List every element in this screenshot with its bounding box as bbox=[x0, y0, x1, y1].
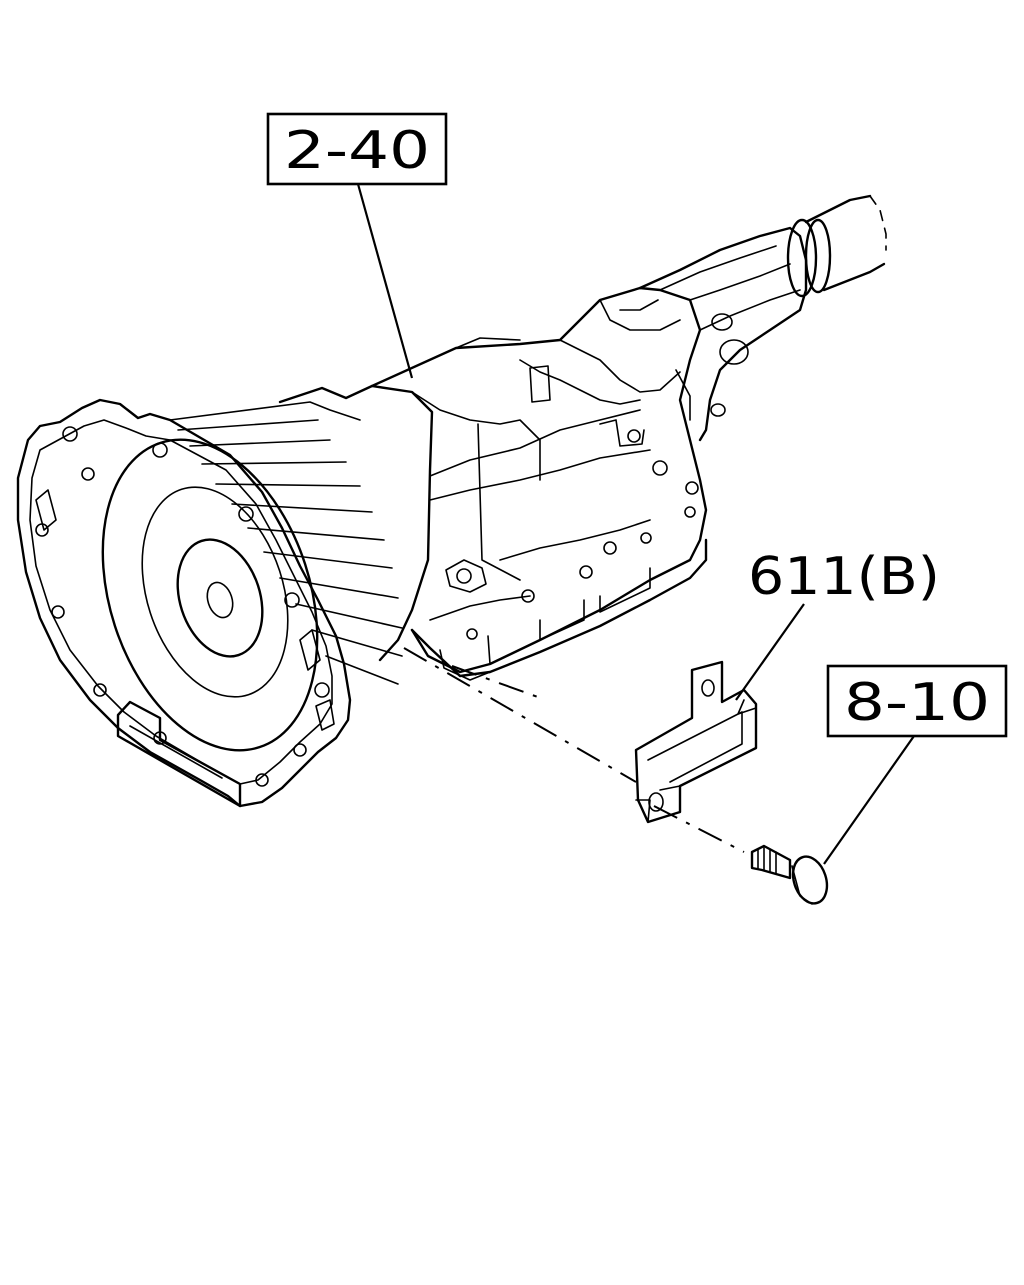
bell-housing-inner-flange bbox=[29, 419, 333, 785]
bracket-outline bbox=[634, 660, 758, 824]
alignment-line-bracket bbox=[403, 647, 637, 783]
leader-bracket bbox=[735, 603, 805, 701]
callout-label-bolt: 8-10 bbox=[844, 673, 990, 733]
transmission-case bbox=[370, 286, 708, 674]
bolt-shank bbox=[750, 844, 792, 880]
extension-housing bbox=[638, 226, 808, 442]
callout-bracket[interactable]: 611(B) bbox=[748, 547, 940, 607]
bracket-hole-lower bbox=[648, 792, 664, 812]
bracket-part[interactable] bbox=[634, 660, 758, 824]
torque-converter bbox=[101, 438, 319, 752]
callout-bolt[interactable]: 8-10 bbox=[826, 664, 1008, 738]
bell-housing-flange bbox=[16, 398, 352, 808]
callout-box-transmission bbox=[266, 112, 448, 186]
bolt-part[interactable] bbox=[750, 844, 833, 908]
callout-label-bracket: 611(B) bbox=[748, 547, 940, 607]
callout-label-transmission: 2-40 bbox=[284, 121, 430, 181]
bell-housing-bottom bbox=[116, 700, 242, 808]
callout-transmission[interactable]: 2-40 bbox=[266, 112, 448, 186]
alignment-line-upper bbox=[451, 665, 547, 701]
output-shaft bbox=[786, 194, 887, 298]
bracket-hole-upper bbox=[701, 679, 715, 697]
oil-pan bbox=[410, 538, 708, 678]
torque-converter-hub bbox=[176, 538, 264, 658]
leader-bolt bbox=[823, 735, 915, 865]
bell-housing-ribs bbox=[169, 401, 403, 685]
extension-mount-boss bbox=[719, 339, 749, 365]
transmission-assembly[interactable] bbox=[16, 194, 887, 808]
leader-transmission bbox=[356, 183, 414, 379]
bolt-head bbox=[791, 855, 829, 905]
alignment-line-bolt bbox=[653, 805, 745, 853]
flange-bolt-holes bbox=[35, 426, 330, 787]
callout-box-bolt bbox=[826, 664, 1008, 738]
